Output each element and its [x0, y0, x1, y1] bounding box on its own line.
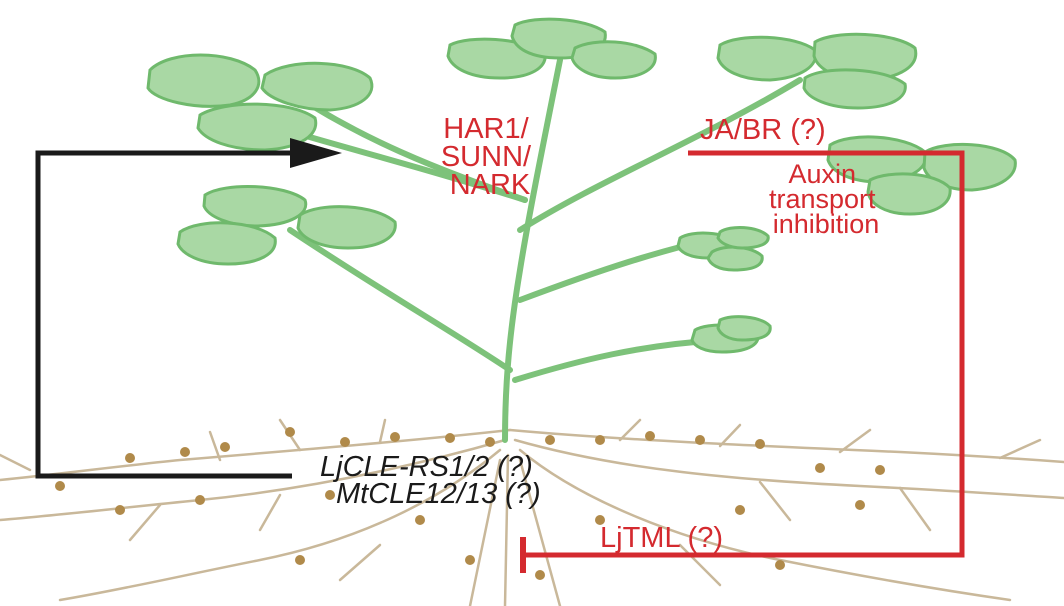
- root-target-label: LjTML (?): [600, 522, 723, 554]
- shoot-signal-label: JA/BR (?): [700, 114, 826, 146]
- shoot-receptor-label: HAR1/ SUNN/ NARK: [441, 113, 539, 201]
- root-to-shoot-arrow: [38, 138, 342, 476]
- root-system: [0, 420, 1064, 606]
- root-signal-mt-label: MtCLE12/13 (?): [336, 478, 541, 510]
- receptor-line-3: NARK: [450, 169, 531, 201]
- leaves: [148, 19, 1015, 352]
- auxin-line-3: inhibition: [773, 209, 880, 239]
